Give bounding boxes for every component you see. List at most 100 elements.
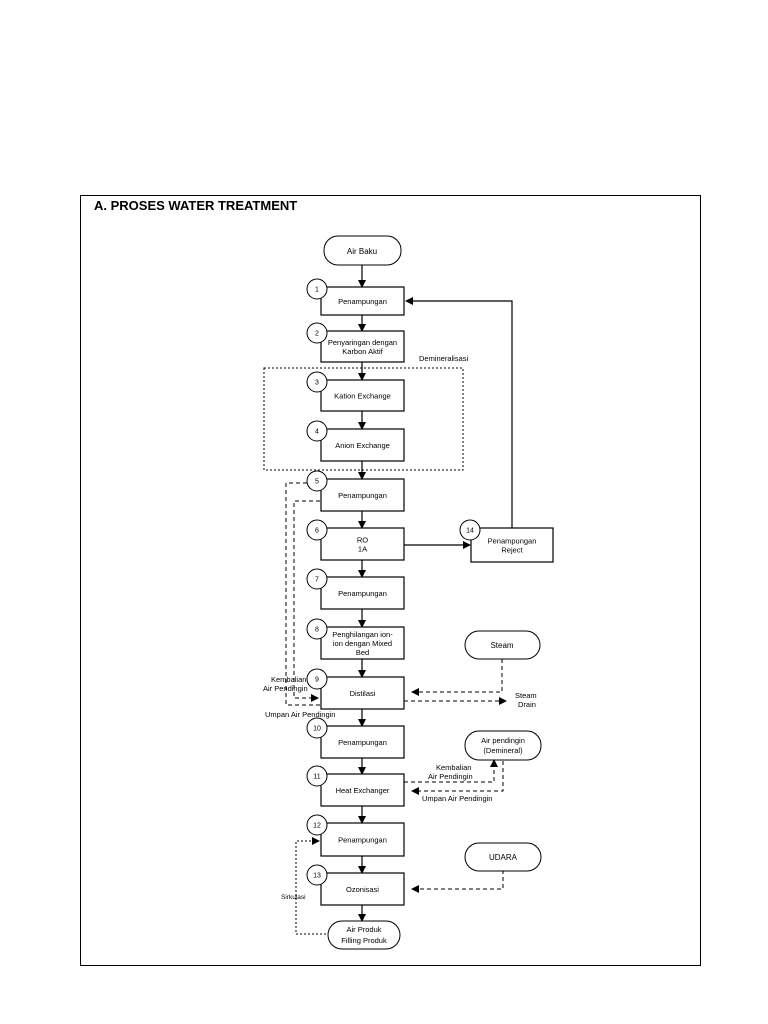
process-box <box>320 527 405 561</box>
process-label: Heat Exchanger <box>336 786 390 795</box>
process-label: Penampungan <box>338 589 387 598</box>
process-step-12: Penampungan 12 <box>306 814 405 857</box>
process-box <box>320 330 405 363</box>
step-number: 14 <box>466 528 474 535</box>
process-box <box>320 576 405 610</box>
step-number: 12 <box>313 823 321 830</box>
step-number: 3 <box>315 380 319 387</box>
step-number: 5 <box>315 479 319 486</box>
process-label: Penampungan <box>488 537 537 546</box>
demineralisasi-group <box>263 367 464 471</box>
process-box <box>320 478 405 512</box>
terminal-air-pendingin: Air pendingin (Demineral) <box>464 730 542 761</box>
svg-text:UDARA: UDARA <box>489 853 518 862</box>
process-label: Reject <box>501 546 523 555</box>
step-number-badge <box>306 420 328 442</box>
process-box <box>320 379 405 412</box>
process-box <box>320 822 405 857</box>
process-label: 1A <box>358 545 367 554</box>
process-step-5: Penampungan 5 <box>306 470 405 512</box>
process-step-9: Distilasi 9 <box>306 668 405 710</box>
step-number-badge <box>306 322 328 344</box>
process-step-10: Penampungan 10 <box>306 717 405 759</box>
process-label: Distilasi <box>350 689 376 698</box>
reject-loop <box>404 297 513 549</box>
terminal-air-baku: Air Baku <box>323 235 402 266</box>
step-number-badge <box>306 371 328 393</box>
annotations: Kembalian Air Pendingin Umpan Air Pendin… <box>263 675 537 901</box>
process-step-3: Kation Exchange 3 <box>306 371 405 412</box>
step-number-badge <box>306 765 328 787</box>
step-number-badge <box>306 519 328 541</box>
step-number-badge <box>306 618 328 640</box>
process-label: Bed <box>356 648 369 657</box>
kembalian-label-2: Air Pendingin <box>263 684 308 693</box>
step-number-badge <box>306 568 328 590</box>
step-number: 6 <box>315 528 319 535</box>
kembalian-label-1: Kembalian <box>271 675 306 684</box>
process-box <box>320 725 405 759</box>
step-number: 10 <box>313 726 321 733</box>
step-number-badge <box>306 814 328 836</box>
process-label: Penampungan <box>338 297 387 306</box>
svg-text:Air Baku: Air Baku <box>347 247 377 256</box>
process-box <box>470 527 554 563</box>
cooling-loop-distilasi <box>285 479 507 706</box>
demineralisasi-label: Demineralisasi <box>419 354 469 363</box>
svg-text:(Demineral): (Demineral) <box>483 746 523 755</box>
process-box <box>320 773 405 807</box>
terminal-udara: UDARA <box>464 842 542 872</box>
terminal-steam: Steam <box>464 630 541 660</box>
process-box <box>320 676 405 710</box>
svg-text:Filling Produk: Filling Produk <box>341 936 387 945</box>
process-box <box>320 872 405 906</box>
step-number: 1 <box>315 287 319 294</box>
process-box <box>320 286 405 316</box>
step-number-badge <box>306 470 328 492</box>
step-number: 2 <box>315 331 319 338</box>
kembalian-hx-label-2: Air Pendingin <box>428 772 473 781</box>
process-label: Penampungan <box>338 836 387 845</box>
step-number-badge <box>306 278 328 300</box>
svg-text:Steam: Steam <box>490 641 513 650</box>
step-number: 13 <box>313 873 321 880</box>
step-number: 8 <box>315 627 319 634</box>
step-number-badge <box>459 519 481 541</box>
process-box <box>320 626 405 660</box>
step-number: 9 <box>315 677 319 684</box>
process-label: ion dengan Mixed <box>333 639 392 648</box>
svg-text:Air pendingin: Air pendingin <box>481 736 525 745</box>
cooling-loop-hx <box>404 759 504 893</box>
process-label: Penampungan <box>338 738 387 747</box>
process-label: Karbon Aktif <box>342 347 383 356</box>
step-number-badge <box>306 717 328 739</box>
steam-drain-label-1: Steam <box>515 691 537 700</box>
svg-text:Air Produk: Air Produk <box>346 925 381 934</box>
page-title: A. PROSES WATER TREATMENT <box>94 198 298 213</box>
sirkulasi-label: Sirkulasi <box>281 894 306 901</box>
process-step-1: Penampungan 1 <box>306 278 405 316</box>
process-label: Penyaringan dengan <box>328 338 397 347</box>
diagram-frame <box>80 195 701 966</box>
process-label: RO <box>357 536 368 545</box>
process-label: Kation Exchange <box>334 392 391 401</box>
process-step-4: Anion Exchange 4 <box>306 420 405 462</box>
umpan-distilasi-label: Umpan Air Pendingin <box>265 710 335 719</box>
step-number-badge <box>306 864 328 886</box>
steam-drain-label-2: Drain <box>518 700 536 709</box>
process-label: Penampungan <box>338 491 387 500</box>
process-label: Anion Exchange <box>335 441 390 450</box>
step-number: 4 <box>315 429 319 436</box>
kembalian-hx-label-1: Kembalian <box>436 763 471 772</box>
process-label: Penghilangan ion- <box>332 630 393 639</box>
step-number-badge <box>306 668 328 690</box>
